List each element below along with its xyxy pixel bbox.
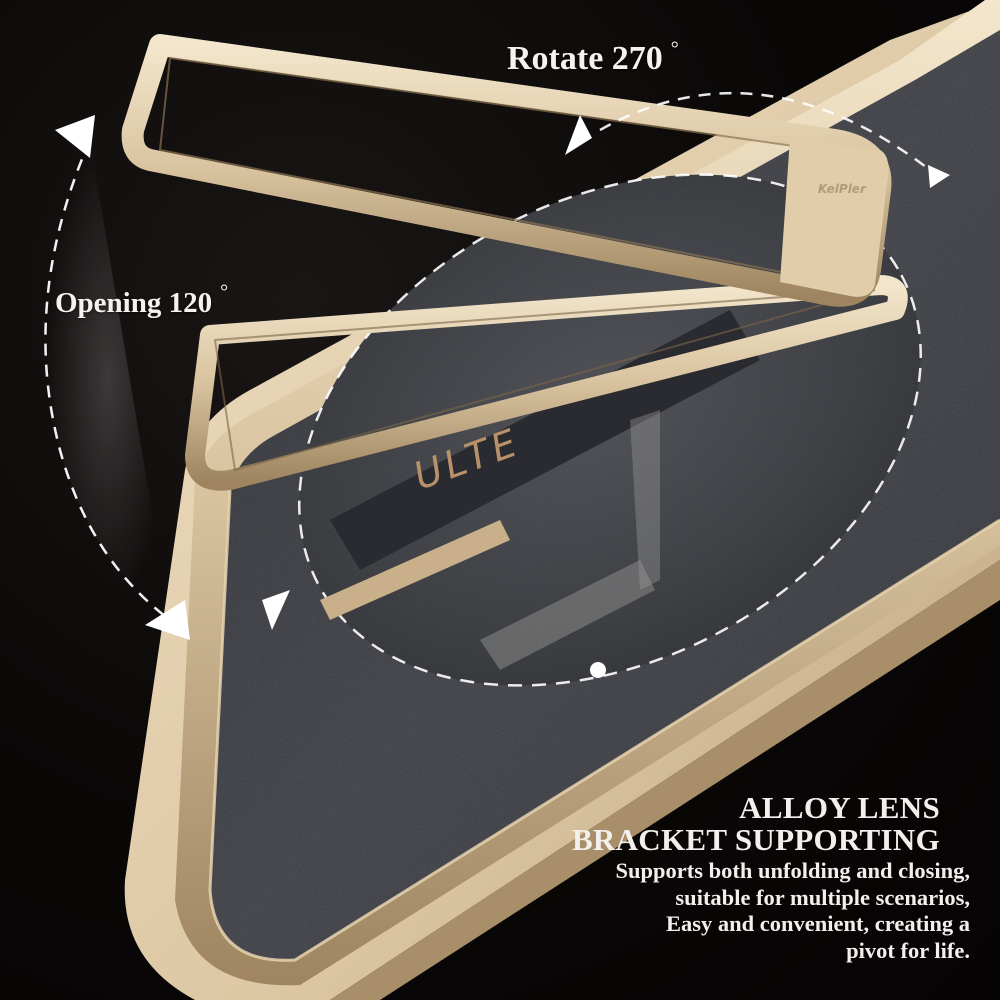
arrow-down-icon <box>262 590 290 630</box>
svg-text:KelPler: KelPler <box>818 182 867 196</box>
promo-body-line: suitable for multiple scenarios, <box>675 884 970 910</box>
bracket-frame-upper: KelPler <box>121 34 892 307</box>
pivot-dot <box>590 662 606 678</box>
kickstand-slot <box>320 410 660 670</box>
promo-body-line: Easy and convenient, creating a <box>666 911 970 936</box>
rotate-text: Rotate 270 <box>507 40 663 77</box>
promo-heading-line1: ALLOY LENS <box>739 790 940 825</box>
opening-text: Opening 120 <box>55 287 213 319</box>
promo-text-block: ALLOY LENS BRACKET SUPPORTING Supports b… <box>572 792 970 964</box>
arrow-down-left-icon <box>565 115 592 155</box>
degree-symbol: ° <box>220 281 229 303</box>
promo-body-line: pivot for life. <box>846 937 970 963</box>
promo-body-line: Supports both unfolding and closing, <box>615 858 970 883</box>
promo-heading-line2: BRACKET SUPPORTING <box>571 822 940 857</box>
promo-body: Supports both unfolding and closing, sui… <box>572 858 970 964</box>
rotate-annotation: Rotate 270 ° <box>507 38 679 78</box>
rotate-arrows <box>262 91 950 630</box>
arrow-right-icon <box>928 165 950 188</box>
bracket-frame-lower <box>185 275 908 491</box>
opening-annotation: Opening 120 ° <box>55 281 228 320</box>
arrow-right-icon <box>145 600 190 640</box>
degree-symbol: ° <box>670 38 679 60</box>
opening-arc <box>44 115 190 640</box>
arrow-up-icon <box>55 115 95 158</box>
